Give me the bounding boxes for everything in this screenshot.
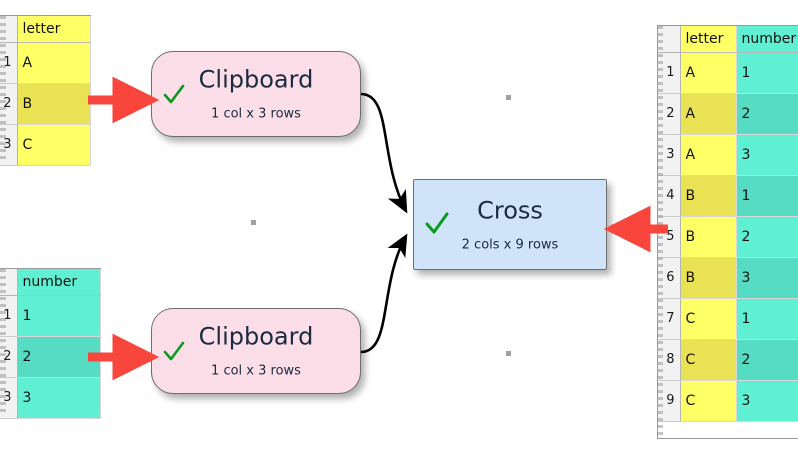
cell-number[interactable]: 1 bbox=[736, 298, 798, 340]
table-row[interactable]: 6 B 3 bbox=[658, 257, 798, 299]
sheet-corner-cell bbox=[0, 269, 18, 296]
node-cross[interactable]: Cross 2 cols x 9 rows bbox=[413, 179, 607, 270]
table-row[interactable]: 2 A 2 bbox=[658, 93, 798, 135]
column-header-letter[interactable]: letter bbox=[680, 26, 737, 53]
grid-dot bbox=[251, 220, 256, 225]
cell-letter[interactable]: C bbox=[680, 380, 737, 422]
node-content: Clipboard 1 col x 3 rows bbox=[152, 325, 360, 378]
row-number[interactable]: 2 bbox=[658, 93, 681, 135]
table-row[interactable]: 1 1 bbox=[0, 295, 101, 337]
column-header-number[interactable]: number bbox=[736, 26, 798, 53]
table-row[interactable]: 7 C 1 bbox=[658, 298, 798, 340]
table-row-selected[interactable]: 2 B bbox=[0, 83, 91, 125]
cell-number[interactable]: 2 bbox=[736, 93, 798, 135]
cell-number[interactable]: 2 bbox=[736, 216, 798, 258]
row-number[interactable]: 8 bbox=[658, 339, 681, 381]
table-row[interactable]: 1 A 1 bbox=[658, 52, 798, 94]
cell-number[interactable]: 3 bbox=[736, 257, 798, 299]
table-row-selected[interactable]: 2 2 bbox=[0, 336, 101, 378]
cell-letter[interactable]: B bbox=[17, 83, 91, 125]
grid-dot bbox=[506, 351, 511, 356]
sheet-corner-cell bbox=[0, 16, 18, 43]
row-number[interactable]: 9 bbox=[658, 380, 681, 422]
cell-letter[interactable]: B bbox=[680, 216, 737, 258]
table-row[interactable]: 8 C 2 bbox=[658, 339, 798, 381]
row-number[interactable]: 2 bbox=[0, 83, 18, 125]
cell-letter[interactable]: C bbox=[680, 339, 737, 381]
node-content: Cross 2 cols x 9 rows bbox=[414, 198, 606, 251]
table-row[interactable]: 4 B 1 bbox=[658, 175, 798, 217]
cell-number[interactable]: 2 bbox=[17, 336, 101, 378]
node-title: Cross bbox=[477, 196, 543, 224]
sheet-header-row: number bbox=[0, 269, 101, 296]
node-title: Clipboard bbox=[198, 322, 314, 351]
row-number[interactable]: 6 bbox=[658, 257, 681, 299]
cell-number[interactable]: 3 bbox=[17, 377, 101, 419]
table-row[interactable]: 5 B 2 bbox=[658, 216, 798, 258]
table-row[interactable]: 3 3 bbox=[0, 377, 101, 419]
cell-number[interactable]: 1 bbox=[736, 52, 798, 94]
sheet-header-row: letter number bbox=[658, 26, 798, 53]
sheet-header-row: letter bbox=[0, 16, 91, 43]
cell-letter[interactable]: A bbox=[680, 134, 737, 176]
column-header-number[interactable]: number bbox=[17, 269, 101, 296]
cell-letter[interactable]: A bbox=[680, 93, 737, 135]
cell-number[interactable]: 2 bbox=[736, 339, 798, 381]
connector-clipboard-bottom-to-cross bbox=[360, 233, 408, 354]
table-row[interactable]: 1 A bbox=[0, 42, 91, 84]
node-subtitle: 2 cols x 9 rows bbox=[461, 237, 559, 252]
cell-letter[interactable]: B bbox=[680, 257, 737, 299]
node-subtitle: 1 col x 3 rows bbox=[211, 363, 301, 379]
node-clipboard-bottom[interactable]: Clipboard 1 col x 3 rows bbox=[151, 308, 361, 394]
row-number[interactable]: 1 bbox=[658, 52, 681, 94]
row-number[interactable]: 5 bbox=[658, 216, 681, 258]
row-number[interactable]: 2 bbox=[0, 336, 18, 378]
sheet-corner-cell bbox=[658, 26, 681, 53]
row-number[interactable]: 7 bbox=[658, 298, 681, 340]
cell-number[interactable]: 3 bbox=[736, 380, 798, 422]
row-number[interactable]: 1 bbox=[0, 42, 18, 84]
cell-letter[interactable]: B bbox=[680, 175, 737, 217]
row-number[interactable]: 3 bbox=[658, 134, 681, 176]
node-content: Clipboard 1 col x 3 rows bbox=[152, 68, 360, 121]
sheet-source-number[interactable]: number 1 1 2 2 3 3 bbox=[0, 268, 101, 419]
cell-letter[interactable]: A bbox=[680, 52, 737, 94]
row-number[interactable]: 3 bbox=[0, 124, 18, 166]
cell-number[interactable]: 1 bbox=[736, 175, 798, 217]
node-title: Clipboard bbox=[198, 65, 314, 94]
cell-number[interactable]: 3 bbox=[736, 134, 798, 176]
sheet-source-letter[interactable]: letter 1 A 2 B 3 C bbox=[0, 15, 91, 166]
row-number[interactable]: 3 bbox=[0, 377, 18, 419]
cell-letter[interactable]: C bbox=[680, 298, 737, 340]
row-number[interactable]: 1 bbox=[0, 295, 18, 337]
cell-letter[interactable]: A bbox=[17, 42, 91, 84]
node-subtitle: 1 col x 3 rows bbox=[211, 106, 301, 122]
row-number[interactable]: 4 bbox=[658, 175, 681, 217]
grid-dot bbox=[506, 95, 511, 100]
sheet-result-cross[interactable]: letter number 1 A 1 2 A 2 3 A 3 4 B 1 bbox=[657, 25, 798, 439]
table-row[interactable]: 3 A 3 bbox=[658, 134, 798, 176]
table-row[interactable]: 3 C bbox=[0, 124, 91, 166]
cell-letter[interactable]: C bbox=[17, 124, 91, 166]
connector-clipboard-top-to-cross bbox=[360, 92, 408, 214]
cell-number[interactable]: 1 bbox=[17, 295, 101, 337]
table-row[interactable]: 9 C 3 bbox=[658, 380, 798, 422]
column-header-letter[interactable]: letter bbox=[17, 16, 91, 43]
node-clipboard-top[interactable]: Clipboard 1 col x 3 rows bbox=[151, 51, 361, 137]
